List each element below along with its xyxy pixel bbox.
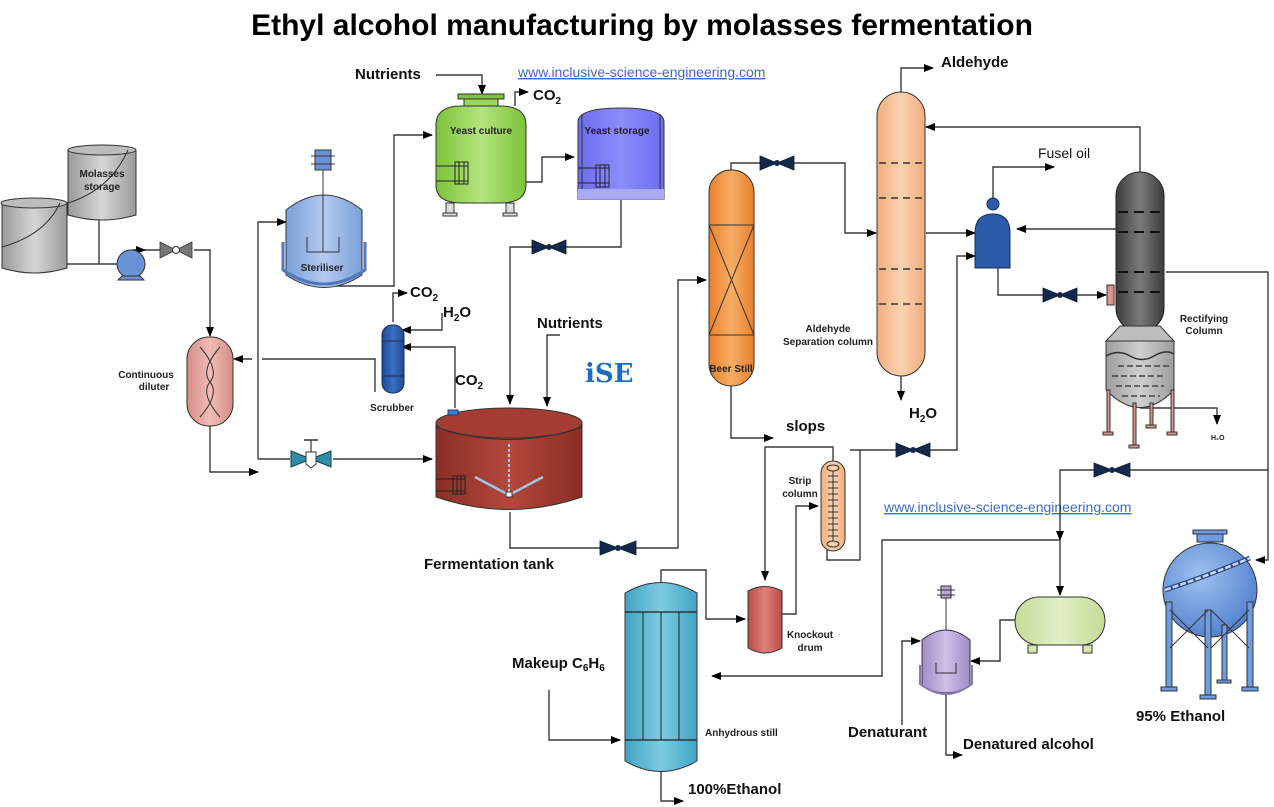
beer-still[interactable]	[708, 169, 755, 387]
valve-decanter-to-rectifier[interactable]	[1042, 287, 1078, 303]
valve-yeast-storage[interactable]	[531, 239, 567, 255]
rectifying-column-label-2: Column	[1185, 326, 1222, 337]
continuous-diluter[interactable]	[186, 336, 234, 427]
fermentation-tank-label: Fermentation tank	[424, 556, 555, 573]
fusel-oil-label: Fusel oil	[1038, 145, 1090, 161]
h2o-rectifier-label: H₂O	[1211, 435, 1225, 442]
scrubber-label: Scrubber	[370, 403, 414, 414]
makeup-c6h6-label: Makeup C6H6	[512, 655, 605, 674]
aldehyde-label: Aldehyde	[941, 54, 1009, 71]
molasses-storage-label-2: storage	[84, 182, 121, 193]
molasses-storage-tank-back[interactable]	[67, 144, 137, 221]
h2o-aldehyde-label: H2O	[909, 405, 937, 425]
valve-fermentation-outlet[interactable]	[599, 540, 637, 556]
fusel-oil-decanter[interactable]	[974, 197, 1011, 269]
knockout-drum-label-2: drum	[798, 643, 823, 654]
molasses-storage-label: Molasses	[79, 169, 124, 180]
co2-yeast-label: CO2	[533, 87, 562, 107]
continuous-diluter-label: Continuous	[118, 370, 174, 381]
strip-column-label: Strip	[789, 476, 812, 487]
slops-label: slops	[786, 418, 825, 435]
knockout-drum[interactable]	[747, 586, 783, 654]
valve-molasses[interactable]	[159, 241, 193, 259]
valve-control-fermentation[interactable]	[290, 439, 332, 469]
yeast-culture-label: Yeast culture	[450, 126, 513, 137]
nutrients-yeast-label: Nutrients	[355, 66, 421, 83]
steriliser-vessel[interactable]	[281, 149, 367, 288]
co2-fermentation-label: CO2	[455, 372, 484, 392]
denaturing-reactor[interactable]	[919, 585, 973, 695]
molasses-storage-tank-front[interactable]	[0, 197, 68, 274]
yeast-culture-vessel[interactable]	[435, 93, 527, 217]
yeast-storage-vessel[interactable]	[577, 107, 665, 200]
aldehyde-separation-column[interactable]	[876, 91, 926, 377]
rectifying-column[interactable]	[1102, 171, 1178, 449]
steriliser-label: Steriliser	[301, 263, 344, 274]
ethanol-95-sphere-tank[interactable]	[1160, 529, 1259, 700]
h2o-scrubber-label: H2O	[443, 304, 471, 324]
ethanol-100-label: 100%Ethanol	[688, 781, 781, 798]
continuous-diluter-label-2: diluter	[139, 382, 170, 393]
valve-95-ethanol-branch[interactable]	[1093, 462, 1131, 478]
aldehyde-column-label-2: Separation column	[783, 337, 873, 348]
scrubber[interactable]	[381, 324, 405, 394]
anhydrous-still[interactable]	[624, 582, 698, 772]
strip-column-label-2: column	[782, 489, 818, 500]
strip-column[interactable]	[820, 460, 846, 552]
watermark-link-bottom[interactable]: www.inclusive-science-engineering.com	[883, 499, 1131, 515]
beer-still-label: Beer Still	[709, 364, 753, 375]
valve-beer-still-overhead[interactable]	[759, 155, 795, 171]
valve-strip-column[interactable]	[895, 442, 931, 458]
watermark-link-top[interactable]: www.inclusive-science-engineering.com	[517, 64, 765, 80]
denaturant-label: Denaturant	[848, 724, 927, 741]
denatured-alcohol-label: Denatured alcohol	[963, 736, 1094, 753]
aldehyde-column-label: Aldehyde	[805, 324, 850, 335]
molasses-pump[interactable]	[116, 249, 146, 281]
yeast-storage-label: Yeast storage	[584, 126, 649, 137]
ise-logo: iSE	[585, 359, 633, 389]
diagram-title: Ethyl alcohol manufacturing by molasses …	[251, 9, 1033, 42]
co2-scrubber-label: CO2	[410, 284, 439, 304]
fermentation-tank[interactable]	[435, 407, 583, 510]
rectifying-column-label: Rectifying	[1180, 314, 1228, 325]
alcohol-storage-tank[interactable]	[1014, 596, 1106, 654]
nutrients-fermentation-label: Nutrients	[537, 315, 603, 332]
knockout-drum-label: Knockout	[787, 630, 834, 641]
anhydrous-still-label: Anhydrous still	[705, 728, 778, 739]
ethanol-95-label: 95% Ethanol	[1136, 708, 1225, 725]
